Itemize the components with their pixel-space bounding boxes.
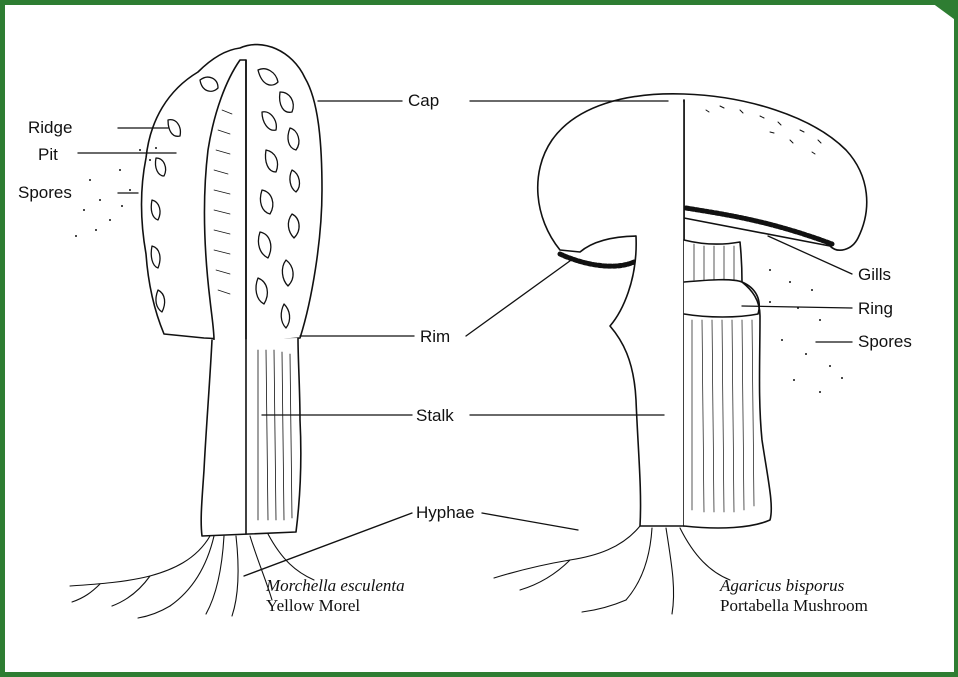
label-hyphae: Hyphae — [416, 504, 475, 521]
label-rim: Rim — [420, 328, 450, 345]
morel-common-name: Yellow Morel — [266, 596, 360, 615]
label-stalk: Stalk — [416, 407, 454, 424]
morel-drawing — [70, 45, 322, 618]
agaricus-cap — [538, 94, 867, 252]
label-cap: Cap — [408, 92, 439, 109]
label-spores-left: Spores — [18, 184, 72, 201]
label-spores-right: Spores — [858, 333, 912, 350]
agaricus-scientific-name: Agaricus bisporus — [720, 576, 844, 595]
agaricus-common-name: Portabella Mushroom — [720, 596, 868, 615]
agaricus-stalk — [684, 240, 771, 528]
label-ridge: Ridge — [28, 119, 72, 136]
caption-agaricus: Agaricus bisporus Portabella Mushroom — [720, 576, 868, 616]
morel-stalk — [201, 338, 301, 536]
agaricus-hyphae — [494, 526, 730, 614]
morel-scientific-name: Morchella esculenta — [266, 576, 405, 595]
agaricus-drawing — [494, 94, 867, 614]
label-gills: Gills — [858, 266, 891, 283]
label-pit: Pit — [38, 146, 58, 163]
caption-morel: Morchella esculenta Yellow Morel — [266, 576, 405, 616]
label-ring: Ring — [858, 300, 893, 317]
